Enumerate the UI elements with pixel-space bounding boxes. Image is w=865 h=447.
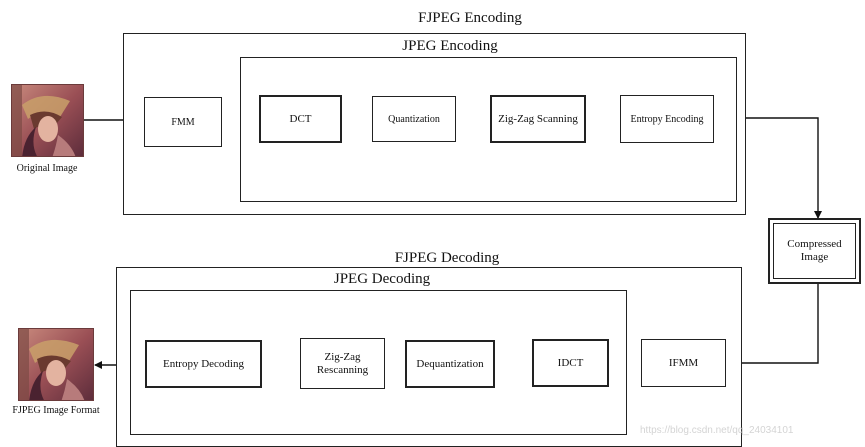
- watermark-text: https://blog.csdn.net/qq_24034101: [640, 425, 794, 436]
- original-image: [11, 84, 84, 157]
- entropy-decoding-block: Entropy Decoding: [145, 340, 262, 388]
- fmm-block: FMM: [144, 97, 222, 147]
- ifmm-block: IFMM: [641, 339, 726, 387]
- idct-block: IDCT: [532, 339, 609, 387]
- portrait-image-icon: [12, 85, 83, 156]
- zigzag-rescanning-block: Zig-Zag Rescanning: [300, 338, 385, 389]
- output-image: [18, 328, 94, 401]
- output-image-caption: FJPEG Image Format: [12, 405, 100, 416]
- fjpeg-decoding-title: FJPEG Decoding: [394, 250, 500, 266]
- zigzag-scanning-block: Zig-Zag Scanning: [490, 95, 586, 143]
- entropy-encoding-block: Entropy Encoding: [620, 95, 714, 143]
- original-image-caption: Original Image: [16, 163, 78, 174]
- dequantization-block: Dequantization: [405, 340, 495, 388]
- jpeg-decoding-title: JPEG Decoding: [333, 271, 431, 287]
- compressed-image-block: Compressed Image: [773, 223, 856, 279]
- portrait-image-icon: [19, 329, 93, 400]
- jpeg-encoding-title: JPEG Encoding: [402, 38, 498, 54]
- quantization-block: Quantization: [372, 96, 456, 142]
- fjpeg-encoding-title: FJPEG Encoding: [418, 10, 522, 26]
- dct-block: DCT: [259, 95, 342, 143]
